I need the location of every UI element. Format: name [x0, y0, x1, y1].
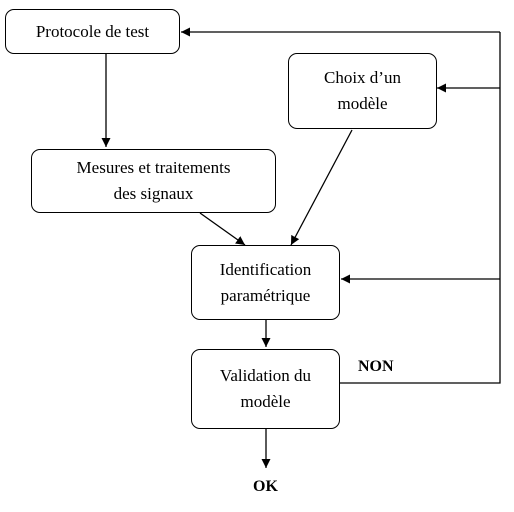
node-choix-modele: Choix d’un modèle — [288, 53, 437, 129]
node-identification-line-1: Identification — [219, 259, 312, 279]
node-identification-parametrique: Identification paramétrique — [191, 245, 340, 320]
feedback-loop-line — [340, 32, 501, 384]
node-mesures-line-2: des signaux — [113, 184, 194, 203]
node-identification-line-2: paramétrique — [220, 285, 311, 305]
node-choix-line-1: Choix d’un — [324, 68, 401, 87]
node-protocole-line-1: Protocole de test — [35, 21, 150, 41]
node-validation-modele: Validation du modèle — [191, 349, 340, 429]
node-validation-line-1: Validation du — [219, 366, 312, 385]
label-ok: OK — [253, 478, 278, 495]
node-choix-line-2: modèle — [337, 94, 388, 113]
arrow-mesures-to-identification — [199, 212, 246, 246]
arrow-choix-to-identification — [290, 129, 353, 246]
node-protocole-de-test: Protocole de test — [5, 9, 180, 54]
label-non: NON — [358, 358, 394, 375]
node-mesures-line-1: Mesures et traitements — [76, 158, 231, 177]
node-mesures-traitements: Mesures et traitements des signaux — [31, 149, 276, 213]
node-validation-line-2: modèle — [240, 392, 291, 411]
